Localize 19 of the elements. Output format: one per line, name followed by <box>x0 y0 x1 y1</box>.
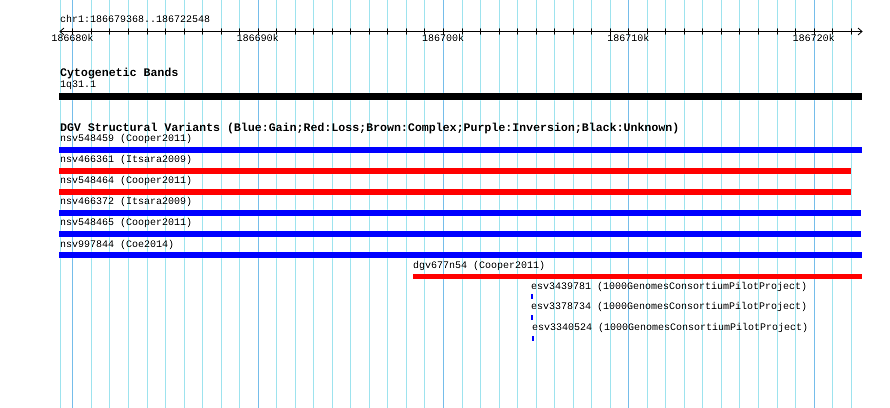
feature-label: esv3378734 (1000GenomesConsortiumPilotProject) <box>531 302 808 314</box>
feature-label: nsv466361 (Itsara2009) <box>60 155 192 167</box>
feature-label: nsv548464 (Cooper2011) <box>60 176 192 188</box>
tick-label: 186710k <box>607 34 650 46</box>
tick-label: 186680k <box>51 34 94 46</box>
track-title: DGV Structural Variants (Blue:Gain;Red:Loss;Brown:Complex;Purple:Inversion;Black:Unknown) <box>60 122 680 135</box>
feature-label: nsv548465 (Cooper2011) <box>60 218 192 230</box>
tick-label: 186720k <box>792 34 835 46</box>
position-label: chr1:186679368..186722548 <box>60 15 210 27</box>
feature-label: esv3340524 (1000GenomesConsortiumPilotProject) <box>532 323 808 335</box>
tick-label: 186700k <box>422 34 464 46</box>
band-label: 1q31.1 <box>60 80 96 92</box>
track-title: Cytogenetic Bands <box>60 67 178 80</box>
feature-label: nsv997844 (Coe2014) <box>60 240 174 252</box>
feature-label: dgv677n54 (Cooper2011) <box>413 261 546 273</box>
tick-label: 186690k <box>236 34 279 46</box>
feature-label: nsv548459 (Cooper2011) <box>60 134 192 146</box>
feature-label: esv3439781 (1000GenomesConsortiumPilotProject) <box>531 282 808 294</box>
feature-label: nsv466372 (Itsara2009) <box>60 197 192 209</box>
